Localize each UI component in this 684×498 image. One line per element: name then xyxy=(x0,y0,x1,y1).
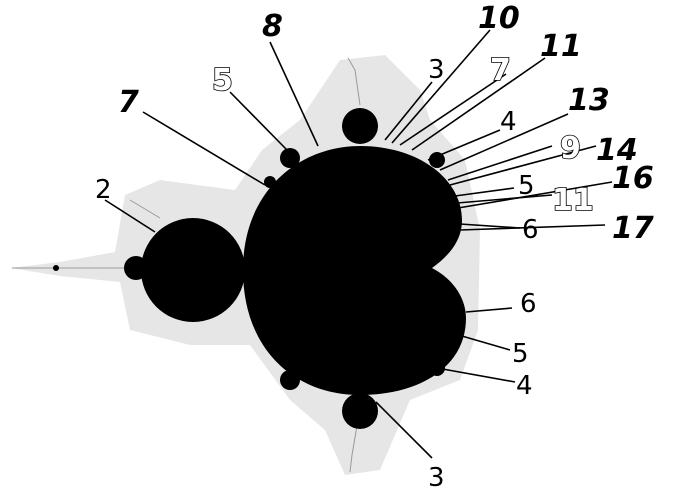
label-17: 17 xyxy=(612,211,654,246)
label-6-right: 6 xyxy=(520,289,537,319)
label-7-left: 7 xyxy=(118,85,139,120)
label-16: 16 xyxy=(612,161,654,196)
label-4-bottom: 4 xyxy=(516,371,533,401)
label-3-top: 3 xyxy=(428,55,445,85)
label-4-top: 4 xyxy=(500,107,517,137)
label-5-bottom: 5 xyxy=(512,339,529,369)
main-cardioid xyxy=(243,146,466,395)
label-6-top: 6 xyxy=(522,215,539,245)
label-5-right: 5 xyxy=(518,171,535,201)
label-5-outline: 5 xyxy=(212,63,233,98)
label-8: 8 xyxy=(262,9,283,44)
label-2: 2 xyxy=(95,175,112,205)
label-7-outline: 7 xyxy=(490,53,511,88)
label-11-top: 11 xyxy=(540,29,582,64)
label-11-outline: 11 xyxy=(552,183,594,218)
label-13: 13 xyxy=(568,83,610,118)
period-2-bulb xyxy=(141,218,245,322)
label-10: 10 xyxy=(478,1,520,36)
label-9-outline: 9 xyxy=(560,131,581,166)
label-3-bottom: 3 xyxy=(428,463,445,493)
